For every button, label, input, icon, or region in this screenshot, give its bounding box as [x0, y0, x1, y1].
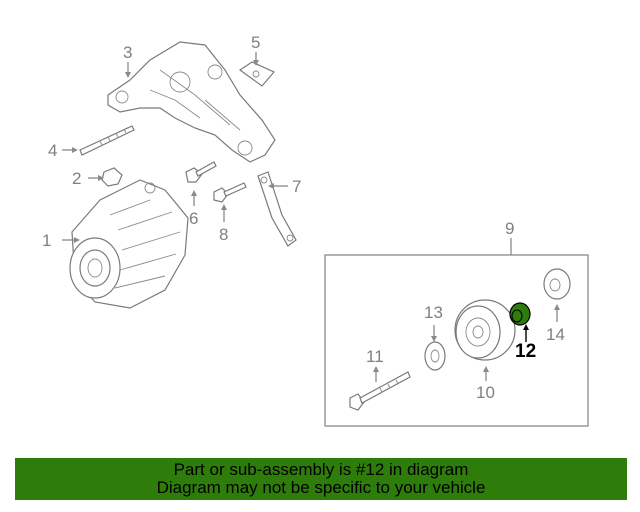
callout-12-highlighted: 12: [515, 341, 536, 362]
callout-13: 13: [424, 303, 443, 322]
leader-lines: [62, 52, 560, 382]
callout-7: 7: [292, 177, 301, 196]
part-12-cap-highlighted[interactable]: [509, 302, 531, 326]
part-7-strap: [257, 171, 297, 247]
callout-4: 4: [48, 141, 57, 160]
info-banner: Part or sub-assembly is #12 in diagram D…: [15, 458, 627, 500]
part-10-pulley: [454, 299, 516, 361]
callout-2: 2: [72, 169, 81, 188]
part-5-plate: [238, 61, 275, 87]
assembly-9-box: [324, 254, 589, 427]
part-4-bolt: [79, 125, 135, 156]
callout-5: 5: [251, 33, 260, 52]
part-2-nut: [101, 167, 123, 187]
callout-14: 14: [546, 325, 565, 344]
part-13-washer: [424, 341, 446, 371]
callout-10: 10: [476, 383, 495, 402]
callout-1: 1: [42, 231, 51, 250]
part-3-bracket: [107, 41, 276, 163]
part-1-alternator: [69, 179, 189, 309]
callout-11: 11: [366, 347, 384, 366]
callout-3: 3: [123, 43, 132, 62]
part-11-bolt: [349, 371, 411, 411]
callout-8: 8: [219, 225, 228, 244]
callout-9: 9: [505, 219, 514, 238]
callout-6: 6: [189, 209, 198, 228]
part-14-washer: [543, 268, 571, 300]
banner-line-part-info: Part or sub-assembly is #12 in diagram: [173, 460, 469, 479]
part-6-bolt: [185, 161, 217, 183]
banner-line-disclaimer: Diagram may not be specific to your vehi…: [156, 478, 486, 497]
part-8-bolt: [213, 182, 247, 203]
